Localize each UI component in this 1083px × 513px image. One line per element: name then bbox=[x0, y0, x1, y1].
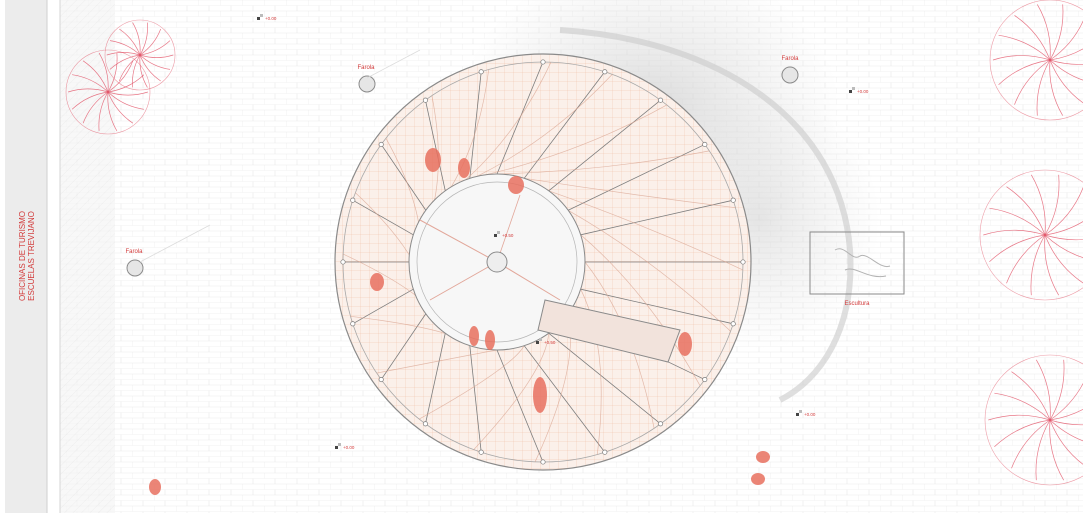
elevation-center-text: +0.50 bbox=[502, 233, 514, 238]
tree-right-bottom bbox=[984, 354, 1083, 486]
paving-strip-left bbox=[60, 0, 115, 513]
elevation-inner-bottom-text: +0.50 bbox=[544, 340, 556, 345]
elevation-right-text: +0.00 bbox=[857, 89, 869, 94]
spoke-anchor bbox=[340, 259, 346, 265]
spoke-anchor bbox=[478, 69, 484, 75]
spoke-line bbox=[469, 71, 482, 179]
central-post bbox=[486, 251, 508, 273]
streetlight-left-label: Farola bbox=[125, 249, 143, 255]
structure-shadow-arc bbox=[559, 27, 854, 403]
rib-curve bbox=[548, 190, 743, 271]
elevation-marker-inner-bottom: +0.50 bbox=[536, 338, 556, 345]
spoke-anchor bbox=[658, 97, 664, 103]
spoke-anchor bbox=[378, 377, 384, 383]
elevation-bottom-left-text: +0.00 bbox=[343, 445, 355, 450]
spoke-anchor bbox=[478, 449, 484, 455]
spoke-anchor bbox=[540, 459, 546, 465]
spoke-anchor bbox=[378, 141, 384, 147]
spoke-line bbox=[496, 61, 544, 175]
rib-curve bbox=[524, 177, 736, 209]
spoke-line bbox=[380, 144, 427, 211]
spoke-anchor bbox=[350, 321, 356, 327]
spoke-anchor bbox=[740, 259, 746, 265]
spoke-line bbox=[548, 332, 661, 425]
rib-curve bbox=[419, 345, 525, 420]
elevation-marker-top: +0.00 bbox=[257, 14, 277, 21]
streetlight-top-label: Farola bbox=[357, 65, 375, 71]
spoke-anchor bbox=[730, 197, 736, 203]
spoke-line bbox=[523, 345, 606, 453]
sculpture-frame bbox=[809, 231, 905, 295]
spoke-line bbox=[580, 199, 734, 236]
spoke-anchor bbox=[730, 321, 736, 327]
building-facade-band bbox=[5, 0, 47, 513]
spoke-anchor bbox=[658, 421, 664, 427]
sculpture-label: Escultura bbox=[844, 301, 870, 307]
tree-right-top bbox=[989, 0, 1083, 121]
radial-spokes bbox=[340, 59, 746, 465]
spoke-line bbox=[548, 99, 661, 192]
sculpture-shape bbox=[834, 248, 891, 278]
elevation-marker-bottom-left: +0.00 bbox=[335, 443, 355, 450]
rib-curve bbox=[580, 289, 602, 455]
spoke-anchor bbox=[602, 69, 608, 75]
spoke-line bbox=[568, 144, 705, 211]
elevation-marker-center: +0.50 bbox=[494, 231, 514, 238]
spoke-anchor bbox=[540, 59, 546, 65]
spoke-line bbox=[469, 345, 482, 453]
spoke-anchor bbox=[350, 197, 356, 203]
spoke-anchor bbox=[702, 377, 708, 383]
rib-curve bbox=[473, 333, 550, 450]
elevation-bottom-right-text: +0.00 bbox=[804, 412, 816, 417]
trees bbox=[65, 0, 1083, 486]
rib-curve bbox=[376, 349, 498, 374]
tree-top-left-b bbox=[65, 49, 151, 135]
tree-top-left-a bbox=[104, 19, 176, 91]
spoke-line bbox=[425, 100, 446, 191]
rib-curve bbox=[496, 150, 710, 175]
elevation-marker-right: +0.00 bbox=[849, 87, 869, 94]
elevation-top-text: +0.00 bbox=[265, 16, 277, 21]
spoke-line bbox=[380, 313, 427, 380]
spoke-line bbox=[580, 288, 734, 325]
rib-curve bbox=[568, 209, 731, 332]
spoke-line bbox=[496, 349, 544, 463]
ramp bbox=[537, 299, 681, 363]
spoke-anchor bbox=[702, 141, 708, 147]
spoke-anchor bbox=[602, 449, 608, 455]
spoke-anchor bbox=[422, 421, 428, 427]
elevation-marker-bottom-right: +0.00 bbox=[796, 410, 816, 417]
streetlight-top: Farola bbox=[357, 49, 421, 93]
spoke-line bbox=[425, 333, 446, 424]
streetlight-left: Farola bbox=[125, 224, 211, 277]
people-silhouettes bbox=[149, 148, 770, 495]
tree-right-middle bbox=[979, 169, 1083, 301]
rib-curve bbox=[580, 234, 701, 386]
rib-curve bbox=[469, 104, 667, 179]
building-label-line2: ESCUELAS TREVIJANO bbox=[27, 211, 36, 301]
streetlight-right: Farola bbox=[781, 56, 799, 84]
building-label-line1: OFICINAS DE TURISMO bbox=[18, 211, 27, 301]
spoke-anchor bbox=[422, 97, 428, 103]
spoke-line bbox=[352, 199, 414, 236]
streetlight-right-label: Farola bbox=[781, 56, 799, 62]
